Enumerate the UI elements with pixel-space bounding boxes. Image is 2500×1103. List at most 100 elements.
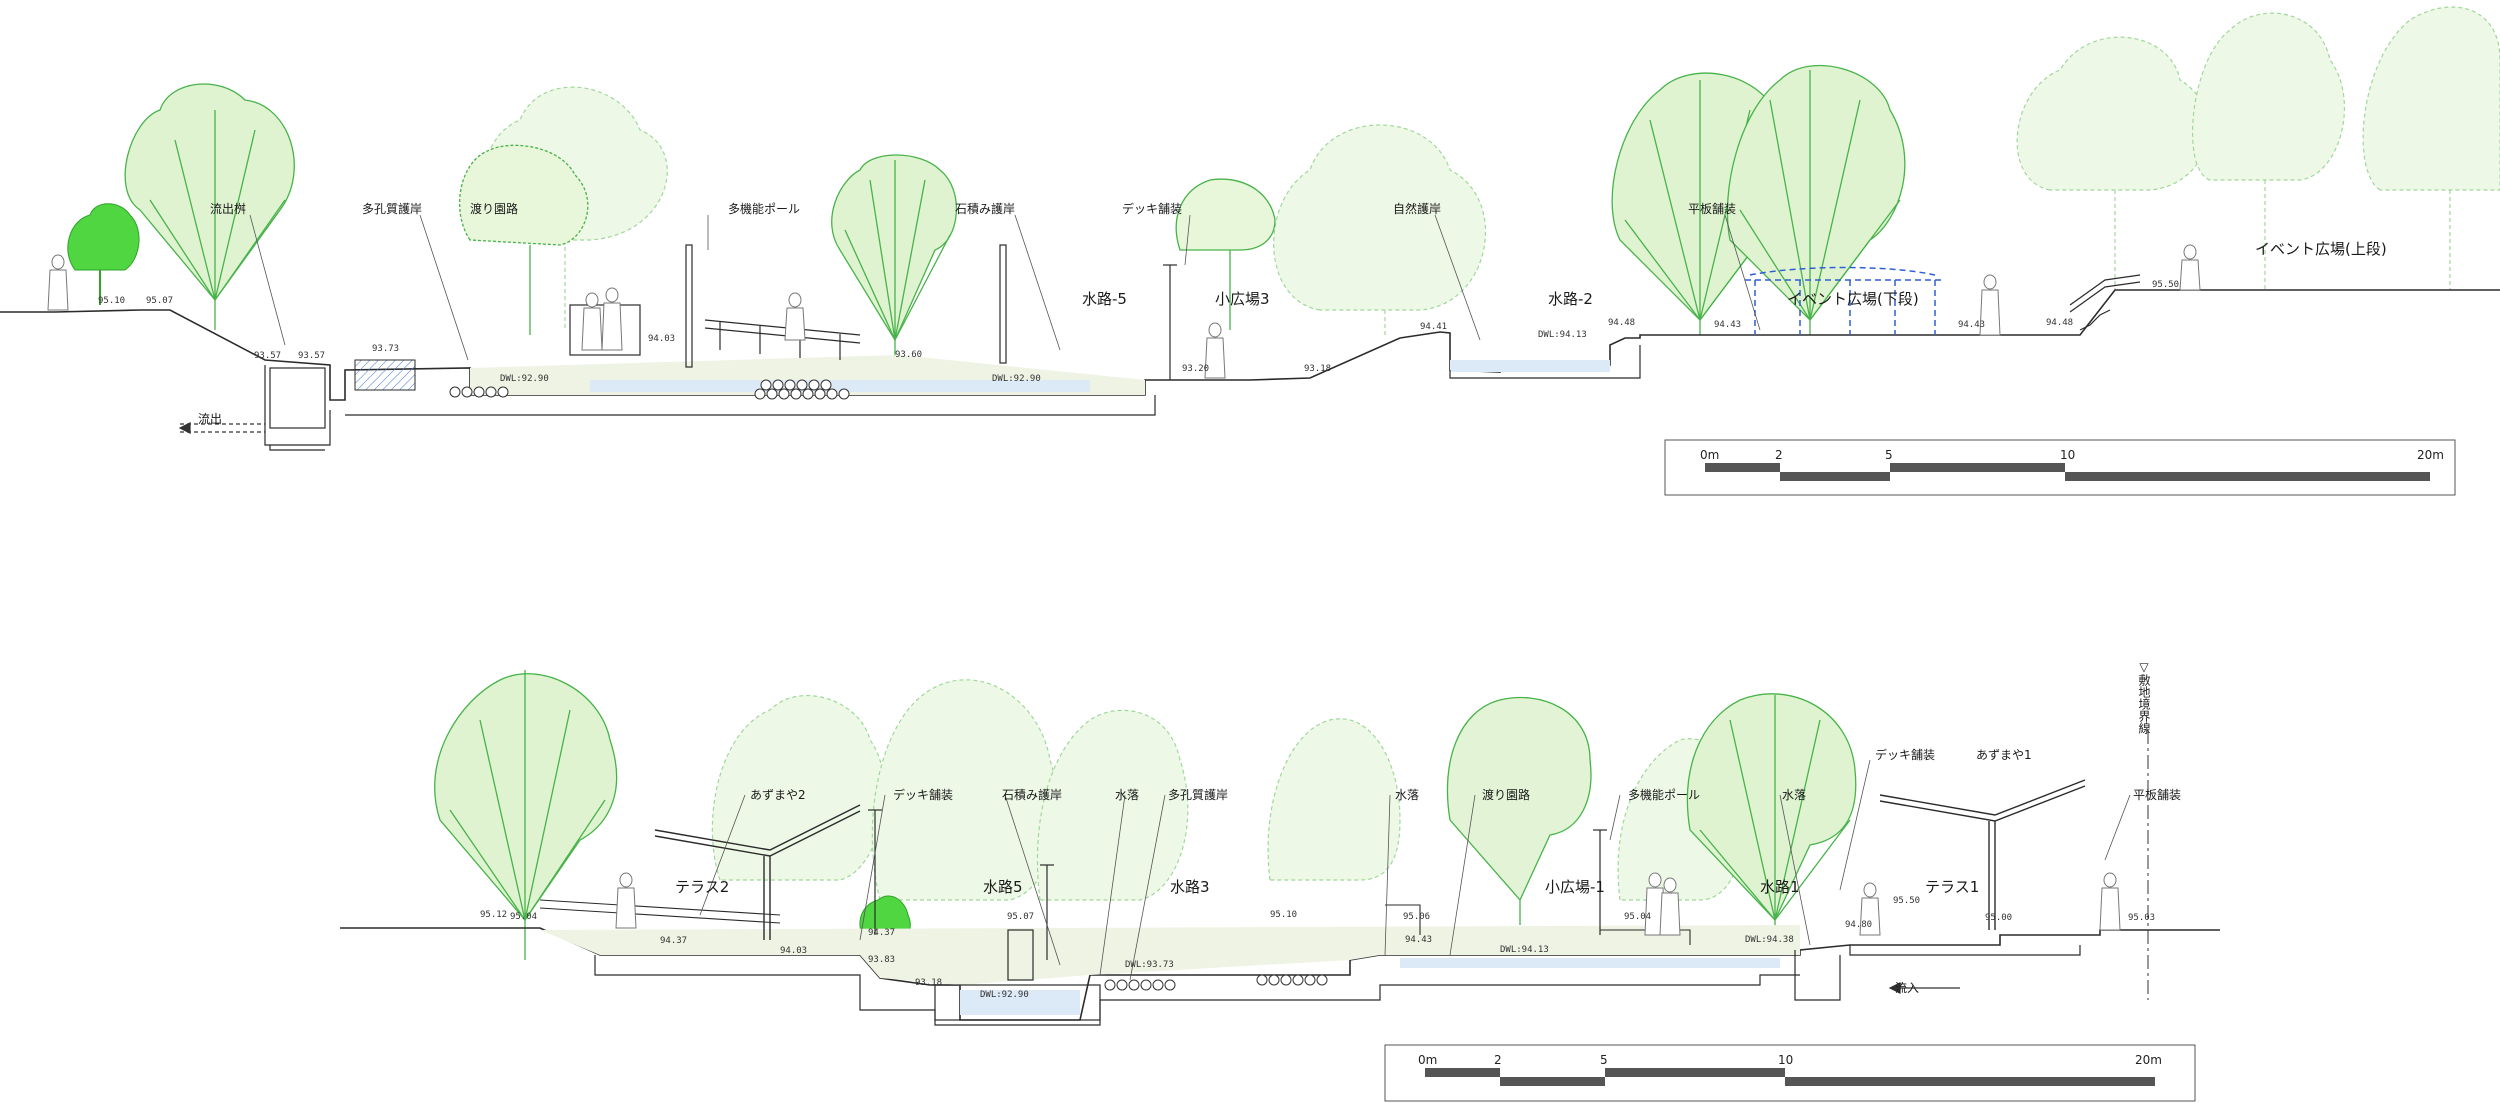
scale-tick: 0m — [1700, 448, 1720, 462]
top-people — [47, 244, 2201, 379]
label-event-plaza-lower: イベント広場(下段) — [1787, 290, 1919, 308]
label-flat-paving: 平板舗装 — [2133, 788, 2182, 802]
elevation: 94.03 — [648, 334, 676, 344]
label-stone-revetment: 石積み護岸 — [955, 202, 1016, 216]
bottom-railings — [539, 899, 1691, 945]
bottom-stones — [1104, 974, 1328, 991]
scale-tick: 10 — [2060, 448, 2076, 462]
scale-tick: 20m — [2135, 1053, 2162, 1067]
scale-tick: 5 — [1600, 1053, 1608, 1067]
elevation: 93.20 — [1182, 364, 1210, 374]
bottom-gazebos — [654, 779, 2086, 940]
elevation: DWL:92.90 — [500, 374, 549, 384]
bottom-underground — [594, 945, 2081, 1026]
top-ground-profile — [0, 289, 2500, 401]
elevation: 94.37 — [868, 928, 896, 938]
label-gazebo1: あずまや1 — [1976, 748, 2032, 762]
elevation: 95.04 — [510, 912, 538, 922]
label-small-plaza3: 小広場3 — [1215, 290, 1270, 308]
elevation: 95.00 — [1985, 913, 2013, 923]
label-multi-pole: 多機能ポール — [728, 202, 801, 216]
elevation: 95.50 — [1893, 896, 1921, 906]
label-site-boundary: ▽敷地境界線 — [2137, 660, 2151, 734]
label-deck-paving: デッキ舗装 — [1122, 202, 1183, 216]
elevation: DWL:94.38 — [1745, 935, 1794, 945]
bottom-trees — [434, 670, 1857, 960]
elevation: 93.83 — [868, 955, 896, 965]
scale-tick: 0m — [1418, 1053, 1438, 1067]
label-crossing-garden-path: 渡り園路 — [470, 202, 519, 216]
bottom-people — [615, 872, 2121, 936]
scale-tick: 2 — [1494, 1053, 1502, 1067]
elevation: 94.43 — [1405, 935, 1433, 945]
label-gazebo2: あずまや2 — [750, 788, 806, 802]
elevation: 93.57 — [254, 351, 282, 361]
label-porous-revetment: 多孔質護岸 — [1168, 788, 1229, 802]
elevation: 95.07 — [1007, 912, 1035, 922]
elevation: DWL:92.90 — [980, 990, 1029, 1000]
label-water-drop: 水落 — [1115, 788, 1140, 802]
top-underground — [264, 345, 1641, 451]
label-crossing-garden-path: 渡り園路 — [1482, 788, 1531, 802]
label-event-plaza-upper: イベント広場(上段) — [2255, 240, 2387, 258]
bottom-ground-fill — [540, 925, 1800, 1015]
elevation: 94.80 — [1845, 920, 1873, 930]
label-outflow: 流出 — [198, 412, 223, 426]
label-waterway5: 水路5 — [983, 878, 1023, 896]
elevation: 93.73 — [372, 344, 400, 354]
elevation: 95.06 — [1403, 912, 1431, 922]
elevation: 95.10 — [98, 296, 126, 306]
top-railings — [569, 274, 2141, 360]
elevation: 94.03 — [780, 946, 808, 956]
elevation: DWL:93.73 — [1125, 960, 1174, 970]
label-waterway1: 水路1 — [1760, 878, 1800, 896]
top-stones — [449, 379, 850, 400]
label-water-drop: 水落 — [1395, 788, 1420, 802]
elevation: 94.43 — [1714, 320, 1742, 330]
label-flat-paving: 平板舗装 — [1688, 202, 1737, 216]
label-multi-pole: 多機能ポール — [1628, 788, 1701, 802]
scale-tick: 20m — [2417, 448, 2444, 462]
elevation: 95.04 — [1624, 912, 1652, 922]
elevation: 93.60 — [895, 350, 923, 360]
top-ground-fill — [354, 355, 1610, 395]
label-stone-revetment: 石積み護岸 — [1002, 788, 1063, 802]
label-porous-revetment: 多孔質護岸 — [362, 202, 423, 216]
label-waterway5: 水路-5 — [1082, 290, 1127, 308]
elevation: 95.12 — [480, 910, 508, 920]
scale-tick: 10 — [1778, 1053, 1794, 1067]
label-water-drop: 水落 — [1782, 788, 1807, 802]
label-deck-paving-2: デッキ舗装 — [1875, 748, 1936, 762]
elevation: DWL:94.13 — [1500, 945, 1549, 955]
label-terrace2: テラス2 — [675, 878, 730, 896]
top-section — [0, 6, 2500, 451]
bottom-scale-bar — [1384, 1044, 2196, 1102]
bottom-inflow-arrow — [1888, 982, 1960, 994]
bottom-leader-lines — [699, 759, 2131, 981]
top-leader-lines — [249, 214, 1761, 361]
label-terrace1: テラス1 — [1925, 878, 1980, 896]
label-small-plaza1: 小広場-1 — [1545, 878, 1605, 896]
elevation: 94.48 — [2046, 318, 2074, 328]
label-outflow-basin: 流出桝 — [210, 202, 247, 216]
scale-tick: 2 — [1775, 448, 1783, 462]
elevation: DWL:92.90 — [992, 374, 1041, 384]
elevation: 93.18 — [1304, 364, 1332, 374]
elevation: DWL:94.13 — [1538, 330, 1587, 340]
scale-tick: 5 — [1885, 448, 1893, 462]
elevation: 95.03 — [2128, 913, 2156, 923]
elevation: 93.18 — [915, 978, 943, 988]
top-poles — [685, 244, 1177, 380]
label-natural-revetment: 自然護岸 — [1393, 202, 1442, 216]
elevation: 95.07 — [146, 296, 174, 306]
top-bright-tree — [67, 203, 140, 305]
top-canopy-frame — [1745, 266, 1945, 335]
elevation: 94.41 — [1420, 322, 1448, 332]
top-outflow-arrows — [178, 422, 265, 434]
bottom-background-trees — [711, 679, 1741, 901]
bottom-poles — [868, 809, 1607, 981]
elevation: 94.43 — [1958, 320, 1986, 330]
label-inflow: 流入 — [1895, 981, 1920, 995]
elevation: 94.48 — [1608, 318, 1636, 328]
